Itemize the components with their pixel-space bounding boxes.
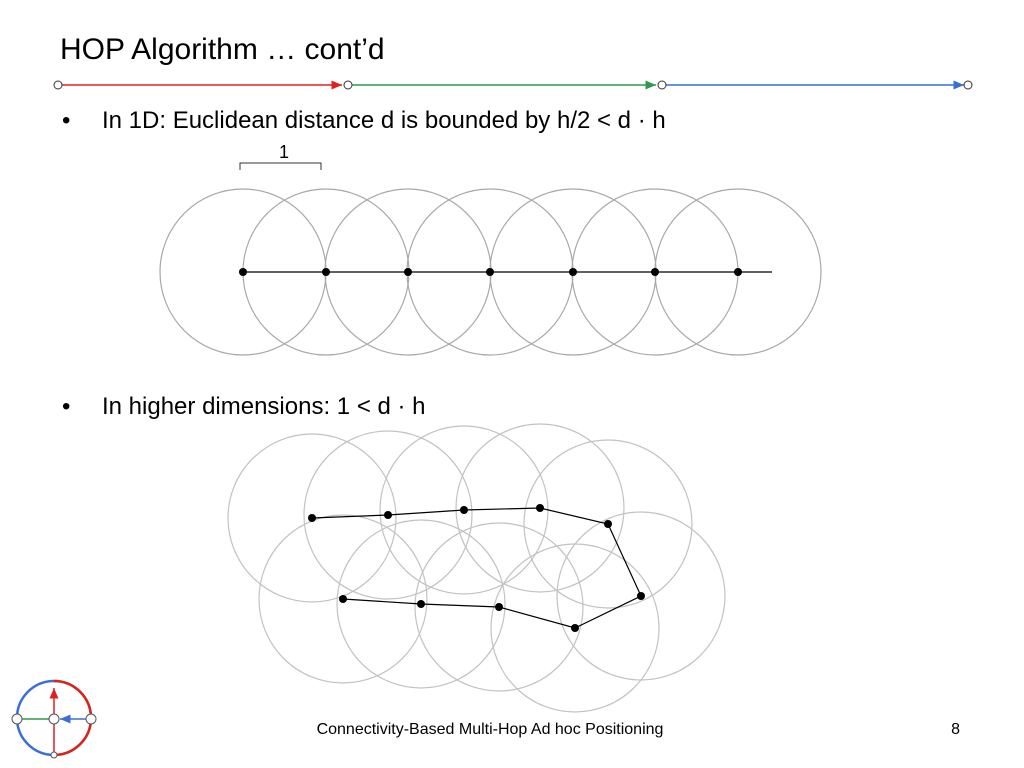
sensor-node bbox=[460, 506, 468, 514]
distance-bracket: 1 bbox=[239, 142, 322, 170]
sensor-node bbox=[734, 268, 742, 276]
radio-range-circle bbox=[523, 439, 693, 609]
bullet-higher-dimensions-text: In higher dimensions: 1 < d · h bbox=[102, 393, 426, 420]
progress-node bbox=[53, 80, 63, 90]
sensor-node bbox=[651, 268, 659, 276]
sensor-node bbox=[604, 520, 612, 528]
one-d-nodes bbox=[239, 268, 742, 276]
bullet-symbol: • bbox=[62, 393, 71, 420]
one-d-diagram: 1 bbox=[159, 142, 822, 356]
sensor-node bbox=[486, 268, 494, 276]
bullet-1d-text: In 1D: Euclidean distance d is bounded b… bbox=[102, 107, 666, 134]
radio-range-circle bbox=[258, 514, 428, 684]
sensor-node bbox=[308, 514, 316, 522]
radio-range-circle bbox=[490, 543, 660, 713]
radio-range-circle bbox=[227, 433, 397, 603]
page-number: 8 bbox=[951, 721, 960, 738]
sensor-node bbox=[536, 504, 544, 512]
progress-node bbox=[657, 80, 667, 90]
sensor-node bbox=[569, 268, 577, 276]
network-circle-logo-icon bbox=[11, 679, 97, 759]
two-d-nodes bbox=[308, 504, 645, 632]
radio-range-circle bbox=[303, 430, 473, 600]
sensor-node bbox=[384, 511, 392, 519]
bullet-symbol: • bbox=[62, 107, 71, 134]
sensor-node bbox=[571, 624, 579, 632]
progress-node bbox=[963, 80, 973, 90]
progress-node bbox=[343, 80, 353, 90]
sensor-node bbox=[495, 603, 503, 611]
sensor-node bbox=[637, 592, 645, 600]
bullet-higher-dimensions: • In higher dimensions: 1 < d · h bbox=[62, 392, 426, 422]
bullet-1d: • In 1D: Euclidean distance d is bounded… bbox=[62, 106, 666, 136]
radio-range-circle bbox=[414, 522, 584, 692]
two-d-path-line bbox=[311, 507, 642, 629]
title-progress-bar bbox=[53, 80, 973, 90]
radio-range-circle bbox=[336, 519, 506, 689]
sensor-node bbox=[417, 600, 425, 608]
two-d-diagram bbox=[227, 423, 726, 713]
slide-footer: Connectivity-Based Multi-Hop Ad hoc Posi… bbox=[316, 721, 664, 738]
radio-range-circle bbox=[455, 423, 625, 593]
sensor-node bbox=[404, 268, 412, 276]
sensor-node bbox=[339, 595, 347, 603]
page-title: HOP Algorithm … cont’d bbox=[60, 33, 385, 66]
two-d-radio-ranges bbox=[227, 423, 726, 713]
sensor-node bbox=[322, 268, 330, 276]
sensor-node bbox=[239, 268, 247, 276]
bracket-label: 1 bbox=[279, 142, 289, 162]
